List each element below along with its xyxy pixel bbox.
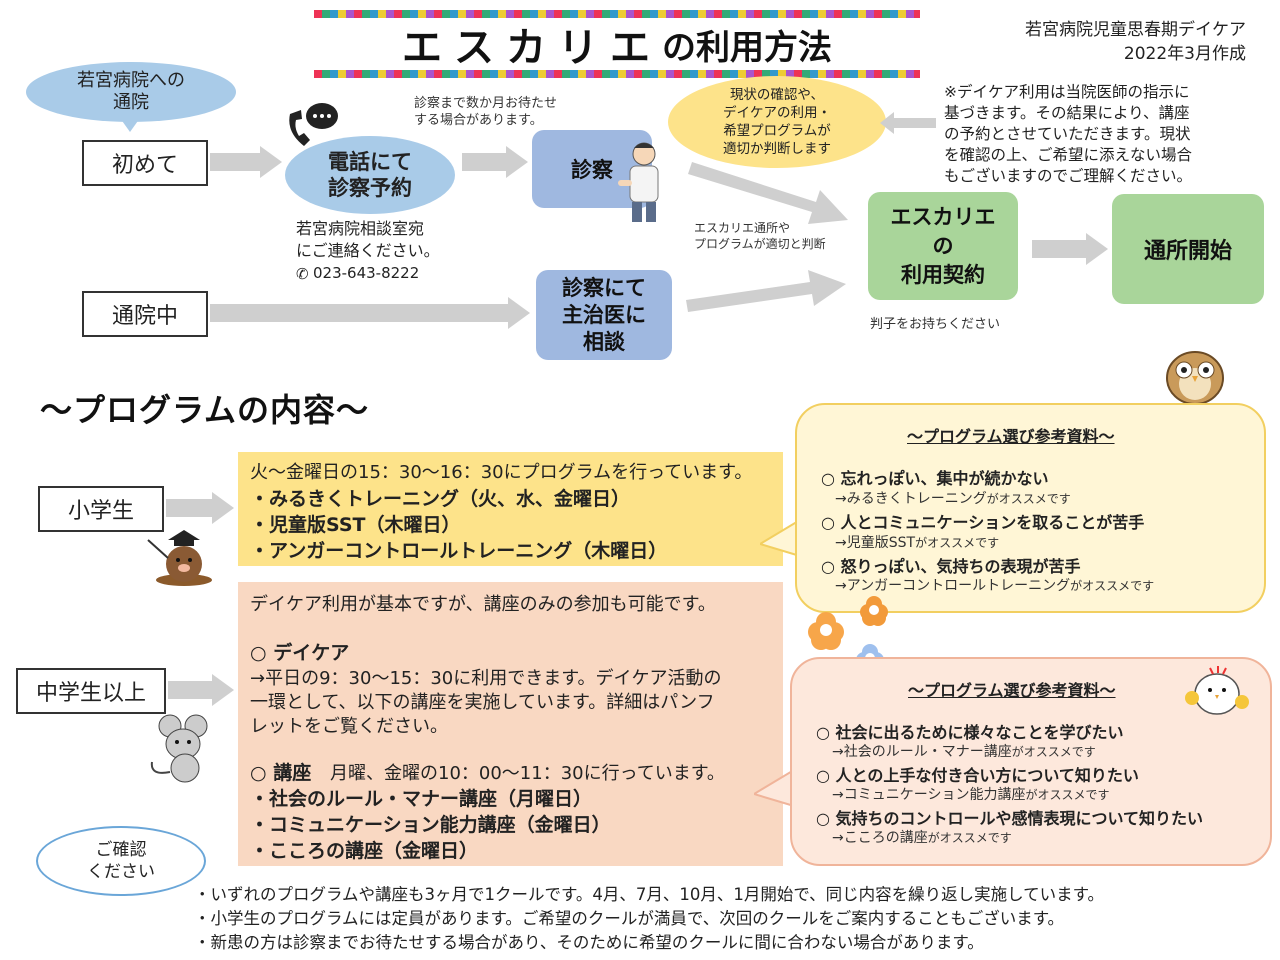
diagonal-arrow-up (686, 266, 848, 320)
title-banner: エスカリエ の利用方法 (314, 10, 920, 78)
first-time-box: 初めて (82, 140, 208, 186)
phone-icon (284, 100, 344, 150)
phone-small-icon: ✆ (296, 265, 309, 283)
section-title: ～プログラムの内容～ (40, 391, 370, 429)
list-item: ・アンガーコントロールトレーニング（木曜日） (250, 540, 668, 562)
ref-answer: →アンガーコントロールトレーニングがオススメです (835, 578, 1155, 594)
daycare-text: レットをご覧ください。 (250, 716, 448, 737)
daycare-text: →平日の9：30～15：30に利用できます。デイケア活動の (250, 668, 722, 689)
bird-icon (1182, 664, 1252, 720)
notice-bubble: ご確認 ください (36, 826, 206, 896)
mouse-icon (148, 712, 218, 786)
ref-question: ○ 忘れっぽい、集中が続かない (821, 469, 1049, 488)
owl-icon (1162, 344, 1228, 406)
arrow-shaft (210, 304, 510, 322)
elementary-program-box: 火～金曜日の15：30～16：30にプログラムを行っています。 ・みるきくトレー… (238, 452, 783, 566)
ref-answer: →みるきくトレーニングがオススメです (835, 491, 1071, 507)
junior-label: 中学生以上 (16, 668, 166, 714)
list-item: ・社会のルール・マナー講座（月曜日） (250, 788, 593, 810)
title-katakana: エスカリエ (402, 25, 662, 71)
arrow-shaft (210, 153, 262, 171)
course-head: ○ 講座 (250, 762, 312, 784)
start-bubble-tail (120, 118, 140, 132)
daycare-head: ○ デイケア (250, 642, 350, 664)
left-arrow-icon (880, 112, 936, 138)
ref-question: ○ 気持ちのコントロールや感情表現について知りたい (816, 809, 1204, 828)
arrow-shaft (168, 681, 214, 699)
notice-line: ・新患の方は診察までお待たせする場合があり、そのために希望のクールに間に合わない… (194, 933, 984, 952)
junior-program-box: デイケア利用が基本ですが、講座のみの参加も可能です。 ○ デイケア →平日の9：… (238, 582, 783, 866)
wait-note: 診察まで数か月お待たせ する場合があります。 (414, 96, 558, 128)
ref-answer: →こころの講座がオススメです (832, 830, 1012, 846)
start-bubble: 若宮病院への 通院 (26, 62, 236, 122)
arrow-shaft (166, 499, 214, 517)
mole-icon (146, 522, 216, 586)
list-item: ・コミュニケーション能力講座（金曜日） (250, 814, 611, 836)
start-attend-box: 通所開始 (1112, 194, 1264, 304)
org-info: 若宮病院児童思春期デイケア 2022年3月作成 (1025, 18, 1246, 66)
arrow-head (260, 146, 282, 178)
ref-answer: →社会のルール・マナー講座がオススメです (832, 744, 1096, 760)
elementary-label: 小学生 (38, 486, 164, 532)
notice-line: ・いずれのプログラムや講座も3ヶ月で1クールです。4月、7月、10月、1月開始で… (194, 885, 1105, 904)
ref-question: ○ 人との上手な付き合い方について知りたい (816, 766, 1139, 785)
diagonal-arrow-down (688, 160, 850, 234)
arrow-head (212, 674, 234, 706)
junior-intro: デイケア利用が基本ですが、講座のみの参加も可能です。 (250, 594, 716, 615)
contact-note: 若宮病院相談室宛 にご連絡ください。 (296, 219, 440, 260)
judge-bubble: 現状の確認や、 デイケアの利用・ 希望プログラムが 適切か判断します (668, 76, 886, 168)
consult-box: 診察にて 主治医に 相談 (536, 270, 672, 360)
ref-title: ～プログラム選び参考資料～ (907, 427, 1115, 446)
title-suffix: の利用方法 (662, 27, 832, 68)
contract-box: エスカリエ の 利用契約 (868, 192, 1018, 300)
seal-note: 判子をお持ちください (870, 317, 1001, 332)
phone-reserve-bubble: 電話にて 診察予約 (285, 136, 455, 214)
phone-number: 023-643-8222 (313, 264, 420, 282)
notice-line: ・小学生のプログラムには定員があります。ご希望のクールが満員で、次回のクールをご… (194, 909, 1065, 928)
created-date: 2022年3月作成 (1123, 44, 1246, 64)
visiting-box: 通院中 (82, 291, 208, 337)
ref-answer: →コミュニケーション能力講座がオススメです (832, 787, 1110, 803)
daycare-text: 一環として、以下の講座を実施しています。詳細はパンフ (250, 692, 715, 713)
elementary-intro: 火～金曜日の15：30～16：30にプログラムを行っています。 (250, 462, 753, 483)
ref-question: ○ 社会に出るために様々なことを学びたい (816, 723, 1124, 742)
list-item: ・こころの講座（金曜日） (250, 840, 479, 862)
course-time: 月曜、金曜の10：00～11：30に行っています。 (330, 763, 725, 784)
arrow-shaft (1032, 240, 1088, 258)
ref-question: ○ 怒りっぽい、気持ちの表現が苦手 (821, 557, 1081, 576)
ref-answer: →児童版SSTがオススメです (835, 535, 1000, 551)
org-name: 若宮病院児童思春期デイケア (1025, 20, 1246, 40)
doctor-icon (618, 140, 666, 230)
arrow-shaft (462, 153, 508, 171)
ref-title: ～プログラム選び参考資料～ (908, 681, 1116, 700)
arrow-head (1086, 233, 1108, 265)
reference-box-elementary: ～プログラム選び参考資料～ ○ 忘れっぽい、集中が続かない →みるきくトレーニン… (795, 403, 1266, 613)
list-item: ・みるきくトレーニング（火、水、金曜日） (250, 488, 631, 510)
doctor-note: ※デイケア利用は当院医師の指示に 基づきます。その結果により、講座 の予約とさせ… (944, 83, 1193, 185)
judge-note: エスカリエ通所や プログラムが適切と判断 (694, 221, 826, 251)
ref-question: ○ 人とコミュニケーションを取ることが苦手 (821, 513, 1145, 532)
arrow-head (506, 146, 528, 178)
arrow-head (212, 492, 234, 524)
arrow-head (508, 297, 530, 329)
list-item: ・児童版SST（木曜日） (250, 514, 461, 536)
